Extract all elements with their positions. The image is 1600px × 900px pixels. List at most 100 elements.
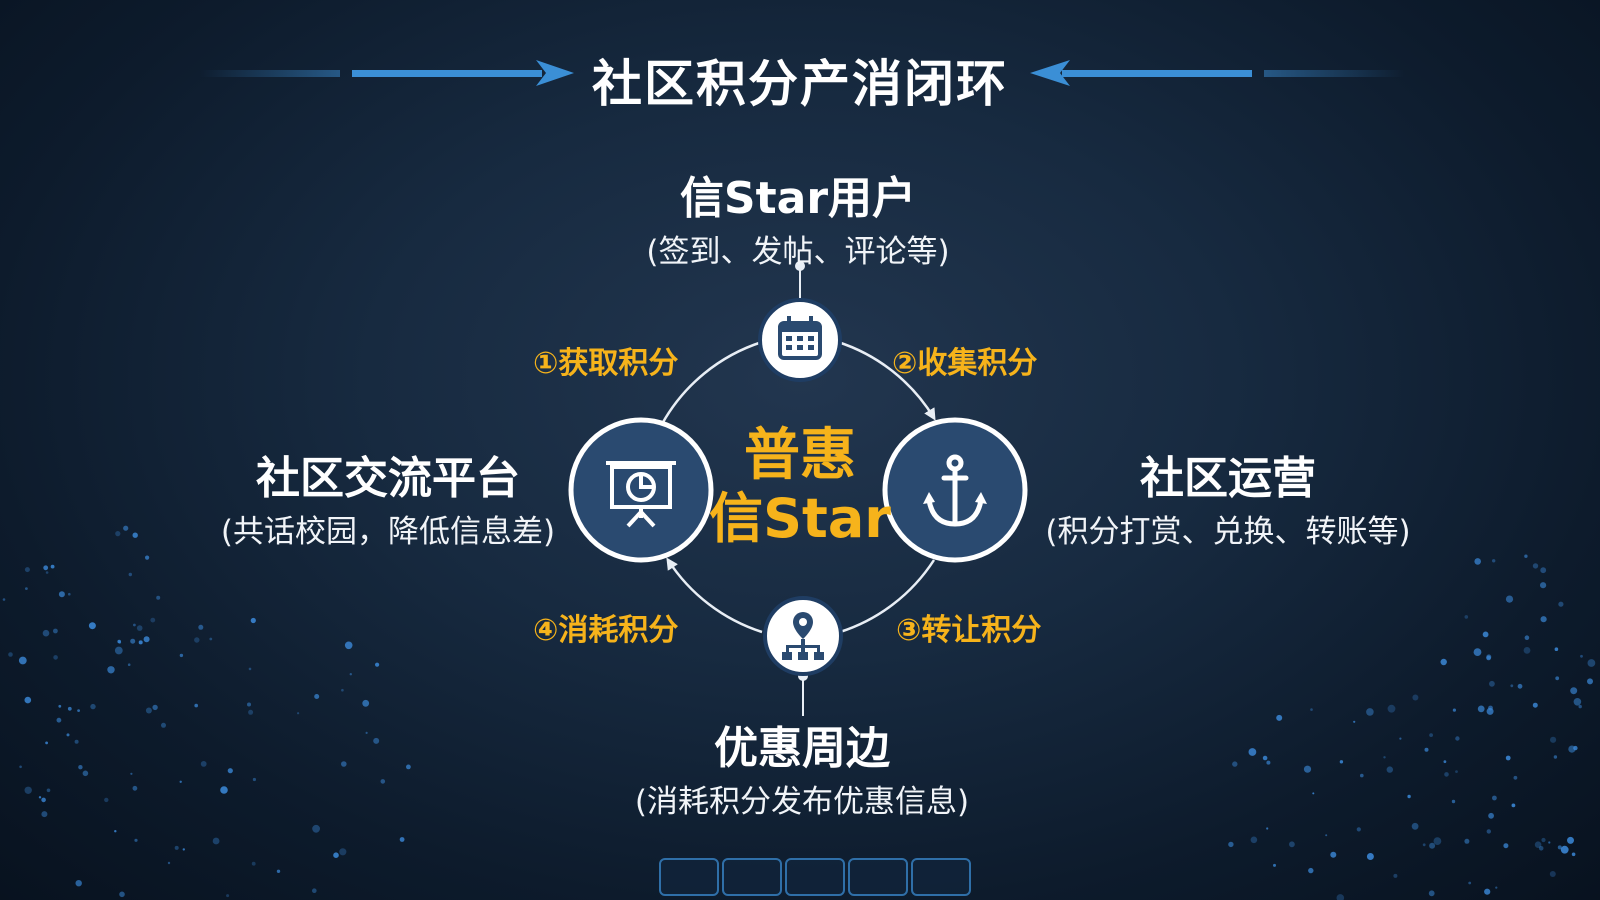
particle-dot [174,845,179,850]
nav-box-2[interactable] [722,858,782,896]
particle-dot [1433,837,1442,845]
particle-dot [1488,812,1494,819]
particle-dot [42,629,50,637]
particle-dot [1505,595,1514,603]
particle-dot [114,830,117,833]
particle-dot [167,861,171,865]
node-bottom-subtitle: (消耗积分发布优惠信息) [634,784,970,820]
particle-dot [250,617,256,624]
particle-dot [133,623,136,627]
particle-dot [1549,871,1556,877]
particle-dot [179,780,182,783]
step-1-number: ① [533,346,559,381]
particle-dot [1580,654,1583,658]
node-right-subtitle: (积分打赏、兑换、转账等) [1045,514,1411,550]
particle-dot [1273,863,1276,867]
particle-dot [45,741,48,745]
particle-dot [1567,836,1574,844]
particle-dot [41,811,48,818]
particle-dot [1513,775,1518,780]
particle-dot [66,733,70,737]
particle-dot [1540,616,1547,623]
particle-dot [1587,659,1596,667]
particle-dot [104,797,109,803]
particle-dot [1503,843,1509,849]
particle-dot [365,731,368,735]
particle-dot [53,628,58,634]
particle-dot [45,571,49,574]
particle-dot [145,555,150,560]
page-title: 社区积分产消闭环 [592,55,1008,113]
particle-dot [1250,836,1258,844]
particle-dot [130,772,133,775]
particle-dot [209,637,213,641]
nav-box-3[interactable] [785,858,845,896]
nav-box-1[interactable] [659,858,719,896]
nav-box-4[interactable] [848,858,908,896]
particle-dot [1312,792,1315,795]
step-4-number: ④ [533,613,559,648]
particle-dot [341,688,344,692]
particle-dot [1550,736,1557,743]
particle-dot [78,765,83,770]
particle-dot [1492,559,1496,563]
particle-dot [1228,841,1234,848]
particle-dot [1477,705,1485,713]
particle-dot [1444,772,1449,777]
particle-dot [1399,737,1402,740]
particle-dot [74,739,79,744]
particle-dot [1486,829,1492,834]
particle-dot [349,673,352,676]
particle-dot [1486,655,1491,661]
nav-box-5[interactable] [911,858,971,896]
particle-dot [1360,773,1364,778]
particle-dot [132,532,138,538]
particle-dot [75,880,82,887]
particle-dot [1266,760,1271,765]
particle-dot [1524,554,1528,558]
particle-dot [77,709,80,712]
particle-dot [25,587,28,590]
particle-dot [344,641,353,650]
node-right: 社区运营 (积分打赏、兑换、转账等) [1045,442,1410,551]
particle-dot [24,786,32,794]
particle-dot [1573,698,1582,706]
particle-dot [1440,658,1447,666]
step-1-text: 获取积分 [558,346,679,381]
particle-dot [182,848,185,851]
anchor-node [882,417,1028,563]
connector-bottom [798,671,808,716]
particle-dot [1540,567,1547,574]
particle-dot [1330,851,1337,858]
particle-dot [1455,736,1460,741]
particle-dot [43,565,49,571]
step-2-number: ② [892,346,918,381]
particle-dot [24,696,32,704]
center-label: 普惠 信Star [697,425,903,551]
node-left-title: 社区交流平台 [256,453,520,504]
particle-dot [1429,733,1433,737]
particle-dot [41,797,46,803]
particle-dot [194,637,200,643]
particle-dot [136,625,143,631]
step-3-label: ③转让积分 [896,605,1041,649]
particle-dot [1524,635,1530,640]
particle-dot [1473,648,1482,656]
particle-dot [8,652,13,657]
particle-dot [123,525,129,531]
particle-dot [67,706,72,711]
node-bottom-title: 优惠周边 [714,723,890,774]
particle-dot [339,848,347,856]
presentation-chart-icon [606,461,676,528]
particle-dot [227,768,233,774]
center-label-line1: 普惠 [744,423,856,488]
particle-dot [50,564,55,569]
location-network-icon [782,612,824,660]
particle-dot [1495,886,1498,889]
particle-dot [38,796,42,799]
particle-dot [107,666,115,674]
particle-dot [1356,827,1361,832]
particle-dot [24,567,30,573]
node-top-subtitle: (签到、发帖、评论等) [646,234,950,270]
particle-dot [53,655,58,660]
